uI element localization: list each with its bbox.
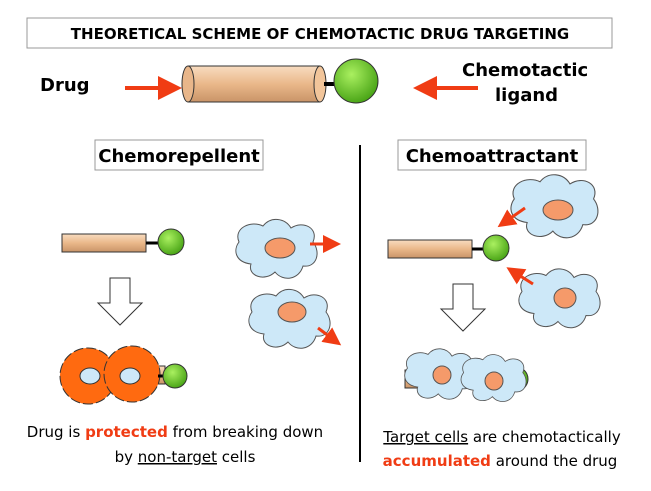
non-target-cell: [248, 288, 331, 349]
down-arrow-icon: [439, 283, 487, 332]
target-cell: [510, 174, 599, 239]
right-drug: [387, 234, 510, 262]
ligand-label-1: Chemotactic: [462, 60, 588, 81]
down-arrow-icon: [96, 277, 144, 326]
title: THEORETICAL SCHEME OF CHEMOTACTIC DRUG T…: [71, 25, 569, 43]
drug-label: Drug: [40, 75, 90, 96]
repel-arrow: [317, 326, 342, 346]
accumulated-cells: [404, 348, 529, 403]
chemorepellent-heading: Chemorepellent: [98, 146, 260, 167]
protected-drug: [59, 345, 188, 405]
non-target-cell: [235, 218, 318, 279]
attract-arrow: [497, 206, 526, 228]
ligand-label-2: ligand: [495, 85, 558, 106]
target-cell: [518, 268, 601, 329]
drug-conjugate: [181, 58, 379, 104]
left-caption-line2: by non-target cells: [115, 448, 256, 466]
title-box: [26, 17, 613, 49]
right-caption-line2: accumulated around the drug: [383, 452, 618, 470]
right-caption-line1: Target cells are chemotactically: [382, 428, 621, 446]
chemorepellent-box: [94, 139, 264, 171]
chemoattractant-box: [397, 139, 587, 171]
attract-arrow: [506, 267, 534, 286]
ligand-ball: [333, 58, 379, 104]
left-caption-line1: Drug is protected from breaking down: [27, 423, 323, 441]
chemoattractant-heading: Chemoattractant: [406, 146, 579, 167]
left-drug: [61, 228, 185, 256]
